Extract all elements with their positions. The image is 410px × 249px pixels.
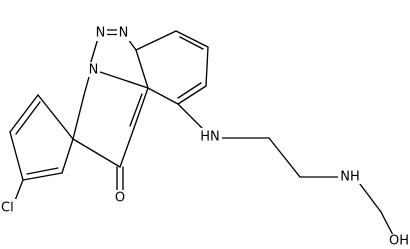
atom-n: N [89, 63, 99, 78]
bond [83, 76, 90, 96]
bond [133, 87, 149, 129]
atom-oh: OH [389, 234, 409, 249]
bond [179, 36, 204, 50]
bonds [9, 29, 395, 238]
atom-o: O [115, 191, 125, 206]
bond [72, 138, 121, 168]
bond [177, 82, 202, 99]
atom-labels: N N N O Cl HN NH OH [0, 26, 409, 249]
bond [205, 46, 209, 87]
bond [72, 94, 85, 140]
bond [9, 94, 39, 133]
bond [177, 103, 203, 129]
atom-nh: NH [340, 170, 360, 185]
bond [119, 127, 135, 168]
bond [175, 30, 209, 48]
atom-n: N [96, 26, 106, 41]
bond [268, 137, 301, 178]
bond [37, 94, 74, 140]
bond [26, 167, 59, 175]
bond [135, 30, 177, 51]
bond [359, 183, 382, 213]
bond [61, 138, 74, 174]
atom-n: N [119, 26, 129, 41]
bond [129, 93, 143, 127]
bond [15, 101, 41, 135]
bond [22, 172, 63, 181]
bond [9, 131, 24, 181]
bond [135, 49, 149, 89]
atom-cl: Cl [1, 201, 14, 216]
bond [99, 71, 149, 89]
bond [380, 211, 395, 238]
bond [177, 85, 207, 105]
atom-nh: HN [200, 130, 220, 145]
bond [147, 87, 179, 105]
